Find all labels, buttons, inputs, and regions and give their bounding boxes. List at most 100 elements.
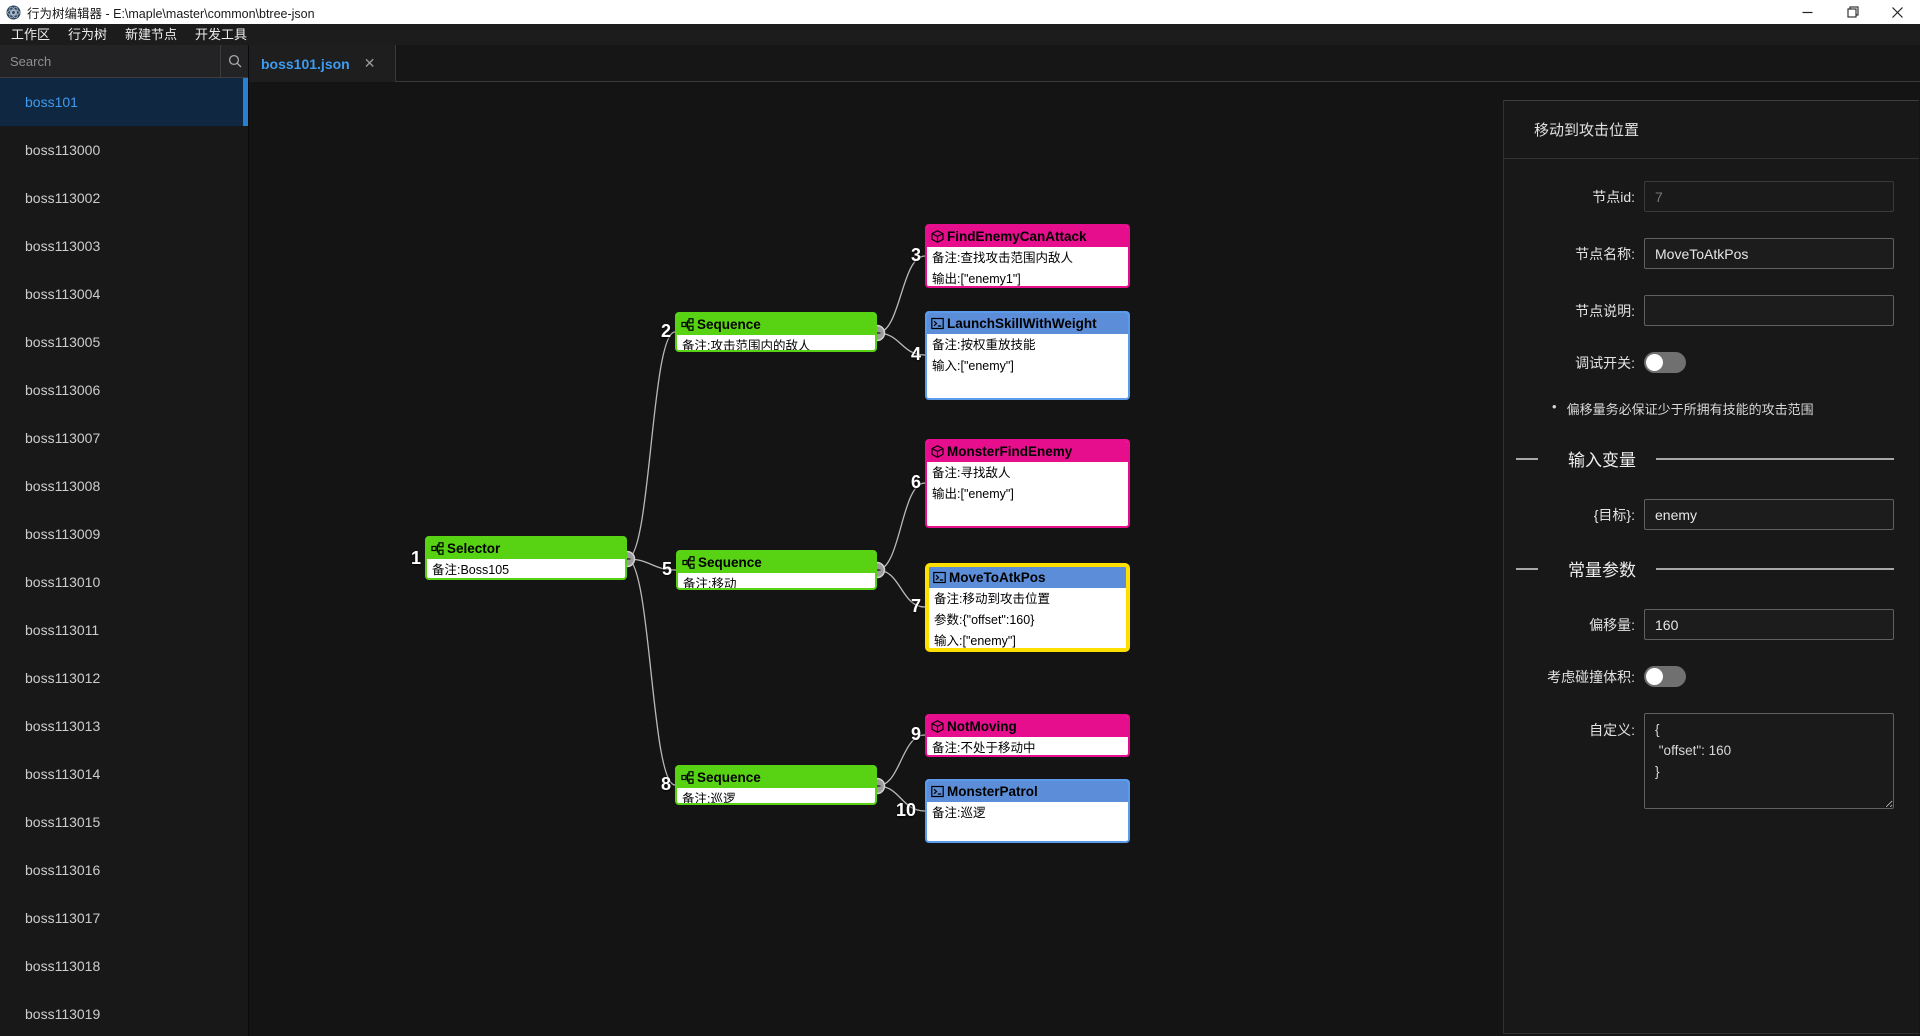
sidebar-item-boss113005[interactable]: boss113005 bbox=[0, 318, 248, 366]
node-name-input[interactable] bbox=[1644, 238, 1894, 269]
offset-label: 偏移量: bbox=[1589, 616, 1635, 633]
sidebar-item-boss113012[interactable]: boss113012 bbox=[0, 654, 248, 702]
menu-workspace[interactable]: 工作区 bbox=[11, 27, 51, 42]
sidebar-item-boss113017[interactable]: boss113017 bbox=[0, 894, 248, 942]
menu-behavior-tree[interactable]: 行为树 bbox=[68, 27, 108, 42]
node-line: 备注:移动到攻击位置 bbox=[934, 592, 1050, 606]
search-button[interactable] bbox=[220, 45, 248, 77]
node-line: 输入:["enemy"] bbox=[934, 634, 1016, 648]
sidebar-item-boss113018[interactable]: boss113018 bbox=[0, 942, 248, 990]
sidebar-item-boss113009[interactable]: boss113009 bbox=[0, 510, 248, 558]
sidebar-item-boss113016[interactable]: boss113016 bbox=[0, 846, 248, 894]
section-input-vars: 输入变量 bbox=[1516, 446, 1894, 471]
target-input[interactable] bbox=[1644, 499, 1894, 530]
composite-node-icon bbox=[681, 318, 694, 331]
collision-toggle[interactable] bbox=[1644, 666, 1686, 687]
tree-edge bbox=[626, 558, 676, 786]
node-body: 备注:按权重放技能输入:["enemy"] bbox=[927, 334, 1128, 377]
node-header: Sequence bbox=[677, 314, 875, 335]
debug-toggle[interactable] bbox=[1644, 352, 1686, 373]
node-8-Sequence[interactable]: Sequence 备注:巡逻 bbox=[675, 765, 877, 805]
menu-dev-tools[interactable]: 开发工具 bbox=[195, 27, 248, 42]
sidebar-item-label: boss113014 bbox=[25, 766, 101, 782]
node-title: Sequence bbox=[697, 770, 761, 785]
composite-node-icon bbox=[431, 542, 444, 555]
minimize-button[interactable] bbox=[1785, 0, 1830, 24]
condition-node-icon bbox=[931, 445, 944, 458]
tab-boss101-json[interactable]: boss101.json ✕ bbox=[249, 45, 395, 82]
node-10-MonsterPatrol[interactable]: MonsterPatrol 备注:巡逻 bbox=[925, 779, 1130, 843]
sidebar-item-label: boss113017 bbox=[25, 910, 101, 926]
sidebar-item-boss113019[interactable]: boss113019 bbox=[0, 990, 248, 1036]
sidebar-item-boss113003[interactable]: boss113003 bbox=[0, 222, 248, 270]
node-title: Selector bbox=[447, 541, 501, 556]
node-line: 输出:["enemy"] bbox=[932, 487, 1014, 501]
composite-node-icon bbox=[681, 771, 694, 784]
node-body: 备注:Boss105 bbox=[427, 559, 625, 578]
node-line: 备注:巡逻 bbox=[932, 806, 986, 820]
node-number: 7 bbox=[910, 596, 921, 617]
collision-toggle-knob bbox=[1646, 668, 1663, 685]
node-desc-label: 节点说明: bbox=[1575, 302, 1635, 319]
node-title: Sequence bbox=[698, 555, 762, 570]
tab-close-icon[interactable]: ✕ bbox=[363, 55, 376, 71]
menu-new-node[interactable]: 新建节点 bbox=[125, 27, 178, 42]
node-line: 备注:巡逻 bbox=[682, 792, 736, 805]
sidebar-item-label: boss113010 bbox=[25, 574, 101, 590]
sidebar-item-boss113007[interactable]: boss113007 bbox=[0, 414, 248, 462]
node-body: 备注:移动到攻击位置参数:{"offset":160}输入:["enemy"] bbox=[929, 588, 1126, 648]
sidebar-item-boss101[interactable]: boss101 bbox=[0, 78, 248, 126]
node-title: FindEnemyCanAttack bbox=[947, 229, 1087, 244]
sidebar-item-boss113013[interactable]: boss113013 bbox=[0, 702, 248, 750]
titlebar: 行为树编辑器 - E:\maple\master\common\btree-js… bbox=[0, 0, 1920, 24]
sidebar-item-label: boss113013 bbox=[25, 718, 101, 734]
sidebar-item-label: boss113007 bbox=[25, 430, 101, 446]
search-input[interactable] bbox=[0, 45, 220, 77]
sidebar-item-boss113008[interactable]: boss113008 bbox=[0, 462, 248, 510]
sidebar-item-label: boss113016 bbox=[25, 862, 101, 878]
sidebar-item-boss113015[interactable]: boss113015 bbox=[0, 798, 248, 846]
node-id-input[interactable] bbox=[1644, 181, 1894, 212]
debug-switch-label: 调试开关: bbox=[1575, 354, 1635, 371]
node-line: 备注:查找攻击范围内敌人 bbox=[932, 251, 1073, 265]
section-const-params-title: 常量参数 bbox=[1568, 561, 1636, 580]
sidebar-item-boss113014[interactable]: boss113014 bbox=[0, 750, 248, 798]
restore-button[interactable] bbox=[1830, 0, 1875, 24]
sidebar-item-boss113002[interactable]: boss113002 bbox=[0, 174, 248, 222]
sidebar-item-boss113010[interactable]: boss113010 bbox=[0, 558, 248, 606]
node-header: MoveToAtkPos bbox=[929, 567, 1126, 588]
selected-accent-bar bbox=[243, 78, 248, 126]
sidebar-item-label: boss113002 bbox=[25, 190, 101, 206]
node-line: 输入:["enemy"] bbox=[932, 359, 1014, 373]
node-header: MonsterPatrol bbox=[927, 781, 1128, 802]
custom-json-textarea[interactable]: { "offset": 160 } bbox=[1644, 713, 1894, 809]
node-header: LaunchSkillWithWeight bbox=[927, 313, 1128, 334]
close-button[interactable] bbox=[1875, 0, 1920, 24]
node-title: MonsterFindEnemy bbox=[947, 444, 1073, 459]
sidebar-item-boss113006[interactable]: boss113006 bbox=[0, 366, 248, 414]
node-body: 备注:不处于移动中 bbox=[927, 737, 1128, 755]
sidebar-item-label: boss101 bbox=[25, 94, 78, 110]
node-name-label: 节点名称: bbox=[1575, 245, 1635, 262]
node-line: 备注:Boss105 bbox=[432, 563, 510, 577]
tree-edge bbox=[626, 331, 676, 560]
node-body: 备注:巡逻 bbox=[677, 788, 875, 805]
node-1-Selector[interactable]: Selector 备注:Boss105 bbox=[425, 536, 627, 580]
section-const-params: 常量参数 bbox=[1516, 556, 1894, 581]
condition-node-icon bbox=[931, 230, 944, 243]
sidebar-item-boss113004[interactable]: boss113004 bbox=[0, 270, 248, 318]
node-desc-input[interactable] bbox=[1644, 295, 1894, 326]
sidebar-item-boss113000[interactable]: boss113000 bbox=[0, 126, 248, 174]
sidebar-item-boss113011[interactable]: boss113011 bbox=[0, 606, 248, 654]
condition-node-icon bbox=[931, 720, 944, 733]
offset-input[interactable] bbox=[1644, 609, 1894, 640]
tree-edge bbox=[876, 255, 926, 334]
sidebar: boss101boss113000boss113002boss113003bos… bbox=[0, 45, 249, 1036]
